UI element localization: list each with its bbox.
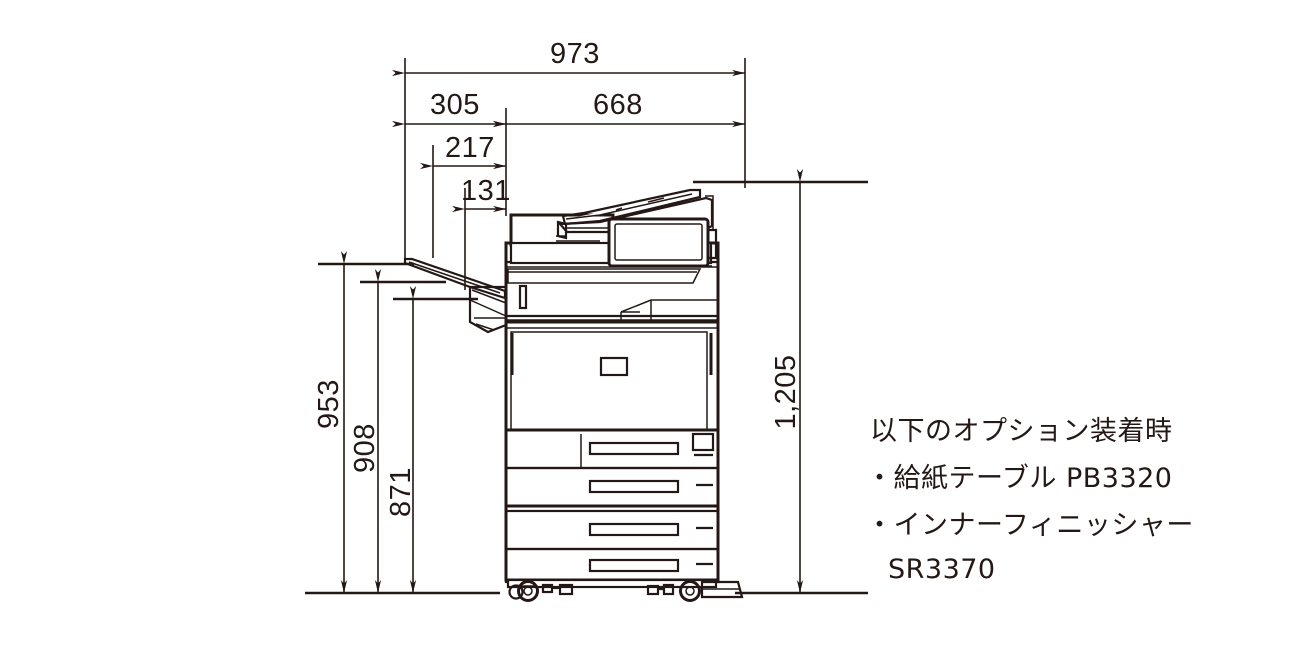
dim-label-217: 217 <box>445 132 495 164</box>
dim-973: 973 <box>392 38 745 77</box>
caster-base <box>506 578 744 602</box>
note-heading: 以下のオプション装着時 <box>870 416 1173 447</box>
finisher-output-tray <box>403 257 508 334</box>
control-panel <box>607 217 718 268</box>
note-item-2: ・インナーフィニッシャー <box>866 510 1194 541</box>
dim-131: 131 <box>452 175 511 213</box>
note-text-3: SR3370 <box>888 554 996 585</box>
dim-668: 668 <box>493 89 745 128</box>
dim-label-305: 305 <box>430 89 480 121</box>
options-note-block: 以下のオプション装着時 ・給紙テーブル PB3320 ・インナーフィニッシャー … <box>866 416 1194 585</box>
dim-label-953: 953 <box>313 379 345 429</box>
dim-908: 908 <box>349 269 382 593</box>
dim-label-973: 973 <box>550 38 600 70</box>
dim-label-1205: 1,205 <box>770 354 802 429</box>
dim-217: 217 <box>420 132 506 170</box>
paper-tray-cabinet <box>504 320 720 584</box>
dim-1205: 1,205 <box>770 169 804 593</box>
dim-label-871: 871 <box>385 467 417 517</box>
printer-illustration <box>403 188 744 602</box>
note-text-2: インナーフィニッシャー <box>894 510 1194 541</box>
note-text-1: 給紙テーブル PB3320 <box>894 463 1173 494</box>
note-item-3: SR3370 <box>888 554 996 585</box>
note-bullet-1: ・ <box>866 463 894 494</box>
note-item-1: ・給紙テーブル PB3320 <box>866 463 1172 494</box>
dimension-annotations: 973 305 668 217 131 <box>305 38 868 595</box>
dim-label-668: 668 <box>593 89 643 121</box>
dim-871: 871 <box>385 286 417 593</box>
dim-label-131: 131 <box>461 175 511 207</box>
dim-953: 953 <box>313 251 348 593</box>
dim-label-908: 908 <box>349 423 381 473</box>
dim-305: 305 <box>392 89 506 128</box>
note-bullet-2: ・ <box>866 510 894 541</box>
